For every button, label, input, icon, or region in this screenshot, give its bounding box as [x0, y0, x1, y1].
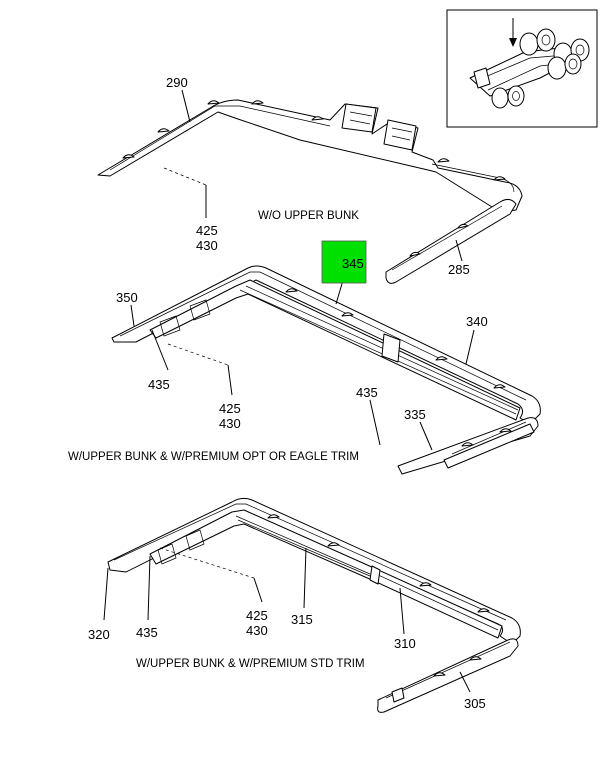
trim-frame-340 — [111, 265, 541, 425]
clip — [122, 154, 135, 159]
callout-310: 310 — [394, 636, 416, 651]
clip — [437, 158, 450, 163]
callout-430: 430 — [246, 623, 268, 638]
trim-strip-305 — [377, 638, 519, 713]
inset-frame — [446, 9, 598, 128]
highlight-box-345 — [321, 240, 367, 284]
clip — [251, 100, 264, 105]
truck-chassis-icon — [469, 18, 590, 109]
callout-435: 435 — [356, 385, 378, 400]
caption-premium-opt: W/UPPER BUNK & W/PREMIUM OPT OR EAGLE TR… — [68, 451, 359, 463]
clip — [311, 116, 324, 121]
callout-305: 305 — [464, 696, 486, 711]
trim-assembly-without-upper-bunk — [97, 89, 523, 284]
callout-435: 435 — [136, 625, 158, 640]
callout-320: 320 — [88, 627, 110, 642]
callout-340: 340 — [466, 314, 488, 329]
callout-425: 425 — [196, 223, 218, 238]
callout-430: 430 — [219, 416, 241, 431]
trim-rail-345 — [149, 279, 521, 421]
callout-315: 315 — [291, 612, 313, 627]
callout-285: 285 — [448, 262, 470, 277]
callout-430: 430 — [196, 238, 218, 253]
caption-without-upper-bunk: W/O UPPER BUNK — [258, 210, 359, 222]
callout-335: 335 — [404, 407, 426, 422]
callout-290: 290 — [166, 75, 188, 90]
trim-strip-285 — [385, 198, 517, 284]
callout-425: 425 — [246, 608, 268, 623]
trim-rail-310 — [371, 567, 503, 639]
clip — [157, 128, 170, 133]
caption-premium-std: W/UPPER BUNK & W/PREMIUM STD TRIM — [136, 658, 365, 670]
trim-panel-290 — [97, 99, 523, 213]
trim-assembly-premium-std — [103, 497, 521, 713]
callout-350: 350 — [116, 290, 138, 305]
callout-425: 425 — [219, 401, 241, 416]
trim-assembly-premium-opt — [111, 265, 541, 475]
locator-inset — [446, 9, 598, 128]
callout-345: 345 — [342, 256, 364, 271]
callout-435: 435 — [148, 377, 170, 392]
clip — [207, 100, 220, 105]
clip — [493, 176, 506, 181]
trim-frame-320 — [107, 497, 521, 645]
